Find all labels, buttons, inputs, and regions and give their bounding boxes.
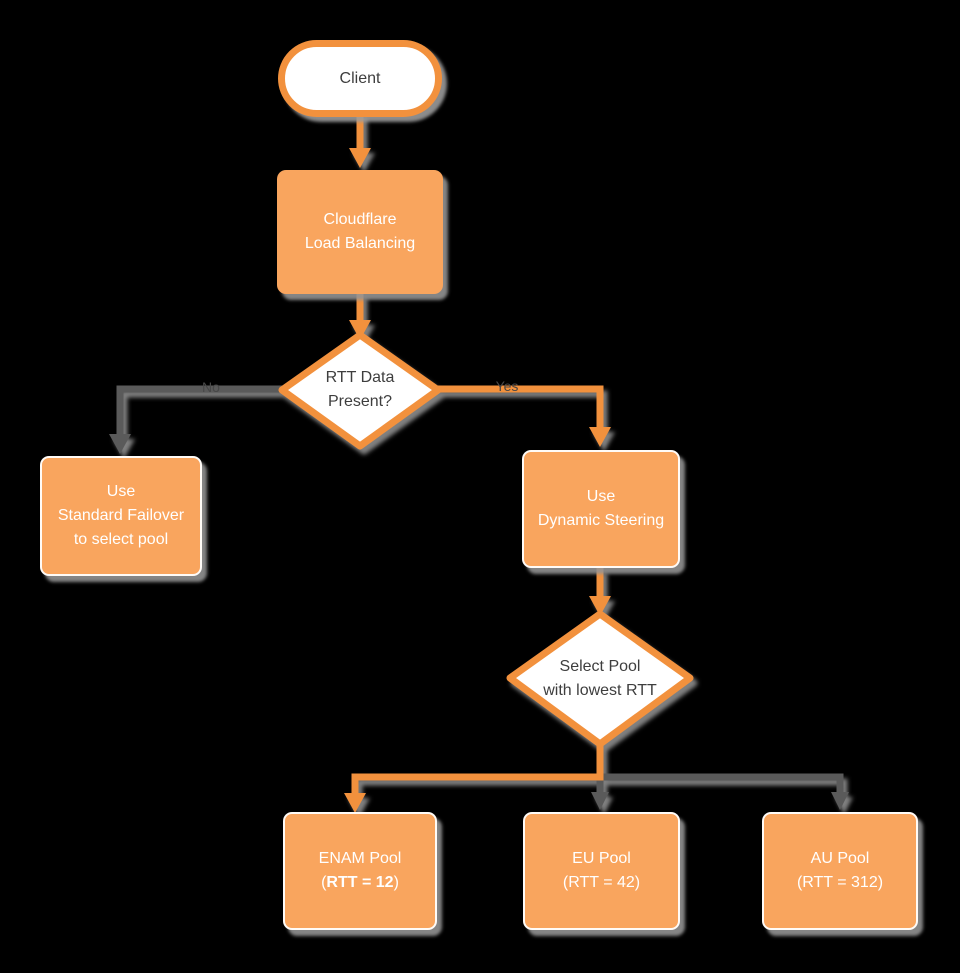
edge-steering-arrowhead-icon [589, 596, 611, 616]
au-pool-line1: AU Pool [810, 850, 870, 867]
node-rtt-decision-label: RTT Data Present? [326, 366, 395, 414]
standard-failover-line1: Use [106, 483, 136, 500]
edge-pool-decision-to-enam [351, 741, 604, 795]
dynamic-steering-line1: Use [586, 488, 616, 505]
enam-pool-line2: (RTT = 12) [321, 871, 399, 895]
edge-no-line [116, 385, 292, 436]
node-client-label: Client [339, 69, 381, 87]
dynamic-steering-line2: Dynamic Steering [537, 512, 665, 529]
node-dynamic-steering: Use Dynamic Steering [522, 450, 680, 568]
node-standard-failover: Use Standard Failover to select pool [40, 456, 202, 576]
node-au-pool: AU Pool (RTT = 312) [762, 812, 918, 930]
standard-failover-line2: Standard Failover [57, 507, 185, 524]
edge-label-yes: Yes [495, 378, 519, 394]
edge-client-arrowhead-icon [349, 148, 371, 168]
edge-au-arrowhead-icon [831, 792, 849, 810]
node-pool-decision-label: Select Pool with lowest RTT [543, 655, 657, 703]
node-eu-pool: EU Pool (RTT = 42) [523, 812, 680, 930]
pool-decision-diamond [506, 610, 694, 748]
edge-enam-arrowhead-icon [344, 793, 366, 813]
eu-pool-line2: (RTT = 42) [562, 874, 641, 891]
eu-pool-line1: EU Pool [572, 850, 631, 867]
pool-decision-line1: Select Pool [559, 658, 641, 675]
enam-rtt-value: RTT = 12 [326, 874, 394, 891]
edge-lb-arrowhead-icon [349, 320, 371, 340]
pool-decision-line2: with lowest RTT [543, 682, 657, 699]
edge-eu-arrowhead-icon [591, 792, 609, 810]
enam-paren-open: ( [321, 874, 327, 891]
edge-label-no: No [202, 379, 220, 395]
edge-no-arrowhead-icon [109, 434, 131, 454]
rtt-decision-diamond [278, 331, 442, 450]
node-load-balancing-label-line2: Load Balancing [304, 235, 416, 252]
node-client: Client [278, 40, 442, 117]
rtt-decision-line1: RTT Data [325, 369, 395, 386]
node-enam-pool: ENAM Pool (RTT = 12) [283, 812, 437, 930]
au-pool-line2: (RTT = 312) [796, 874, 884, 891]
edge-yes-arrowhead-icon [589, 427, 611, 447]
standard-failover-line3: to select pool [73, 531, 169, 548]
node-load-balancing: Cloudflare Load Balancing [277, 170, 443, 294]
edge-au-line [600, 773, 844, 794]
enam-paren-close: ) [393, 874, 399, 891]
node-load-balancing-label-line1: Cloudflare [323, 211, 397, 228]
rtt-decision-line2: Present? [327, 393, 393, 410]
edge-yes-line [437, 385, 604, 429]
enam-pool-line1: ENAM Pool [318, 850, 402, 867]
